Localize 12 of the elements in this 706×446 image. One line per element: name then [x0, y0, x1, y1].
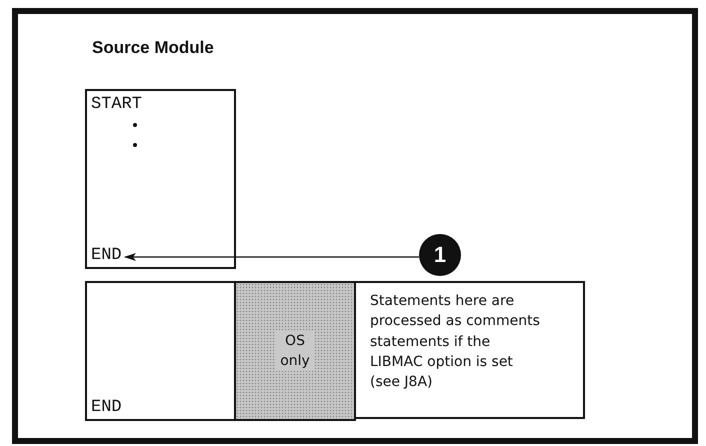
end-statement: END — [87, 246, 123, 268]
code-line: START — [91, 95, 142, 114]
shaded-box — [234, 281, 356, 421]
arrow — [124, 253, 419, 261]
module-box — [85, 281, 236, 421]
title: Source Module — [92, 38, 214, 58]
note-label: OS only — [276, 330, 314, 372]
callout-number: 1 — [419, 234, 461, 276]
note-text: Statements here are processed as comments statements if the LIBMAC option is set (see J8A) — [370, 292, 541, 392]
code-line: END — [91, 398, 122, 417]
source-box — [85, 89, 236, 269]
note-box — [354, 281, 585, 419]
